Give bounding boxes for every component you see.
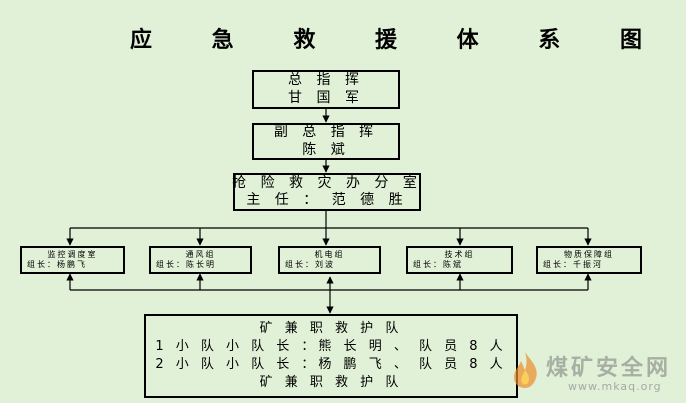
site-watermark: 煤矿安全网 www.mkaq.org	[508, 350, 678, 396]
deputy-commander-box: 副 总 指 挥 陈 斌	[252, 123, 400, 160]
deputy-name: 陈 斌	[302, 141, 350, 158]
group-leader: 组长：杨鹏飞	[27, 260, 87, 269]
group-leader: 组长：陈斌	[413, 260, 463, 269]
rescue-team-line: 1 小 队 小 队 长 ：熊 长 明 、 队 员 8 人	[155, 339, 507, 355]
flame-logo-icon	[514, 352, 537, 388]
group-box-material-supply: 物质保障组 组长：千振河	[536, 246, 642, 274]
group-box-technical: 技术组 组长：陈斌	[406, 246, 513, 274]
page-title: 应 急 救 援 体 系 图	[130, 28, 668, 53]
rescue-office-box: 抢 险 救 灾 办 分 室 主 任 ： 范 德 胜	[232, 173, 422, 211]
commander-name: 甘 国 军	[288, 89, 364, 106]
group-box-monitoring: 监控调度室 组长：杨鹏飞	[20, 246, 125, 274]
group-leader: 组长：千振河	[543, 260, 603, 269]
commander-box: 总 指 挥 甘 国 军	[252, 70, 400, 109]
rescue-team-line: 矿 兼 职 救 护 队	[259, 321, 403, 337]
group-name: 技术组	[444, 250, 475, 259]
rescue-team-line: 矿 兼 职 救 护 队	[259, 374, 403, 390]
commander-title: 总 指 挥	[288, 72, 364, 88]
office-title: 抢 险 救 灾 办 分 室	[232, 174, 422, 191]
rescue-team-box: 矿 兼 职 救 护 队 1 小 队 小 队 长 ：熊 长 明 、 队 员 8 人…	[144, 314, 518, 398]
group-box-electromechanical: 机电组 组长：刘波	[278, 246, 381, 274]
rescue-team-line: 2 小 队 小 队 长 ：杨 鹏 飞 、 队 员 8 人	[155, 357, 507, 372]
group-name: 通风组	[185, 250, 216, 259]
watermark-text: 煤矿安全网	[546, 355, 672, 381]
watermark-url: www.mkaq.org	[568, 380, 662, 393]
deputy-title: 副 总 指 挥	[273, 124, 379, 140]
office-head: 主 任 ： 范 德 胜	[246, 192, 408, 208]
group-name: 监控调度室	[47, 250, 98, 259]
group-leader: 组长：陈长明	[156, 260, 216, 269]
group-name: 机电组	[314, 250, 345, 259]
group-box-ventilation: 通风组 组长：陈长明	[149, 246, 252, 274]
group-name: 物质保障组	[564, 250, 614, 259]
group-leader: 组长：刘波	[285, 260, 335, 269]
